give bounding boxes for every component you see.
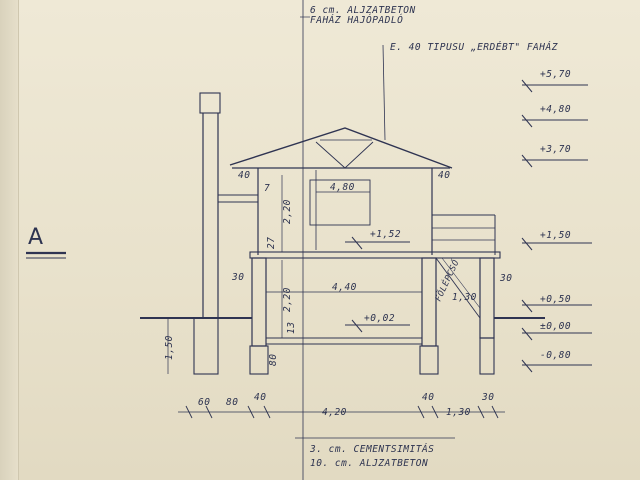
dim-bottom-60: 60: [198, 397, 210, 408]
lower-wall-right: [421, 257, 437, 347]
note-bottom-2: 10. cm. ALJZATBETON: [310, 458, 428, 469]
lower-wall-left: [251, 257, 267, 347]
note-top-2: FAHÁZ HAJÓPADLÓ: [310, 14, 403, 26]
dim-eave-right: 40: [438, 170, 450, 181]
stair-wall: [479, 257, 495, 339]
floor-slab: [249, 251, 501, 259]
note-bottom-1: 3. cm. CEMENTSIMITÁS: [309, 443, 434, 455]
stair-slope-2: [441, 257, 481, 309]
roof-truss: [315, 141, 374, 169]
level-3-70: +3,70: [540, 144, 571, 155]
chimney-foundation: [193, 317, 219, 375]
dim-floor-thickness: 27: [266, 237, 277, 249]
dim-foot-80: 80: [268, 354, 279, 366]
paper-edge-strip: [0, 0, 19, 480]
level-inner-upper: +1,52: [370, 229, 401, 240]
dim-upper-height: 2,20: [282, 199, 293, 224]
level-0-50: +0,50: [540, 294, 571, 305]
section-mark: A: [28, 225, 44, 250]
level-inner-lower: +0,02: [364, 313, 395, 324]
foundation-right: [419, 345, 439, 375]
dim-bottom-40b: 40: [422, 392, 434, 403]
level-4-80: +4,80: [540, 104, 571, 115]
stair-slope: [435, 257, 481, 319]
level-5-70: +5,70: [540, 69, 571, 80]
roof-note-leader: [382, 44, 386, 141]
dim-roof-inner-width: 4,80: [330, 182, 355, 193]
chimney-cap: [199, 92, 221, 114]
dim-wall-left: 30: [231, 272, 244, 283]
level-1-50: +1,50: [540, 230, 571, 241]
dim-bottom-420: 4,20: [322, 407, 347, 418]
dim-small-7: 7: [264, 183, 270, 194]
dim-eave-left: 40: [238, 170, 250, 181]
dim-beam-13: 13: [286, 322, 297, 334]
dim-bottom-130: 1,30: [446, 407, 471, 418]
level-0-00: ±0,00: [540, 321, 571, 332]
upper-window: [309, 179, 371, 226]
dim-lower-height: 2,20: [282, 287, 293, 312]
level-minus-0-80: -0,80: [540, 350, 571, 361]
dim-bottom-40a: 40: [254, 392, 266, 403]
dim-chimney-depth: 1,50: [164, 335, 175, 360]
note-top-1: 6 cm. ALJZATBETON: [310, 5, 416, 16]
dim-bottom-ticks: [185, 405, 499, 419]
dim-bottom-30: 30: [481, 392, 494, 403]
dim-inner-width: 4,40: [332, 282, 357, 293]
foundation-left: [249, 345, 269, 375]
dim-wall-right: 30: [499, 273, 512, 284]
foundation-stair: [479, 337, 495, 375]
roof-outline: [229, 127, 453, 169]
basement-floor: [265, 337, 423, 345]
level-markers: [345, 79, 592, 373]
dim-stair-width: 1,30: [452, 292, 477, 303]
note-roof-type: E. 40 TIPUSU „ERDÉBT" FAHÁZ: [390, 41, 558, 53]
dim-bottom-80: 80: [226, 397, 238, 408]
